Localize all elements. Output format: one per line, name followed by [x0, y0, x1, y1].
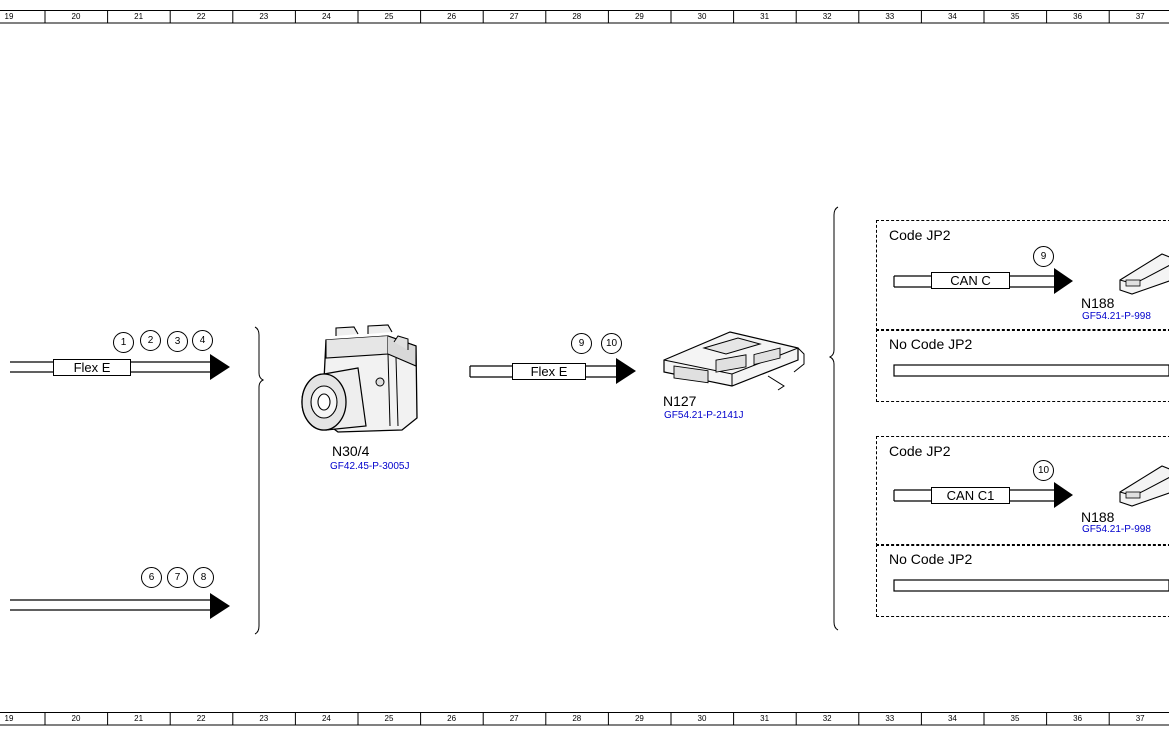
brace-right	[828, 206, 839, 631]
variant-box-no-code-jp2-2	[876, 544, 1169, 617]
pin-marker: 6	[141, 567, 162, 588]
ruler-label: 23	[259, 714, 269, 723]
ruler-label: 24	[321, 714, 331, 723]
pin-marker: 9	[571, 333, 592, 354]
ruler-lines	[0, 712, 1169, 726]
ruler-label: 31	[760, 12, 770, 21]
ruler-label: 30	[697, 714, 707, 723]
harness-label: Flex E	[53, 359, 131, 376]
component-ref-link[interactable]: GF54.21-P-998	[1082, 524, 1151, 535]
arrow-head	[210, 354, 230, 380]
pin-marker: 2	[140, 330, 161, 351]
variant-box-code-jp2-1	[876, 220, 1169, 331]
component-ref-link[interactable]: GF54.21-P-2141J	[664, 410, 744, 421]
control-unit-icon	[1119, 253, 1169, 295]
component-label: N127	[663, 393, 697, 409]
ruler-label: 28	[572, 12, 582, 21]
ruler-label: 31	[760, 714, 770, 723]
ruler-label: 35	[1010, 12, 1020, 21]
pin-marker: 7	[167, 567, 188, 588]
pin-marker: 4	[192, 330, 213, 351]
ruler-label: 30	[697, 12, 707, 21]
variant-code-label: Code JP2	[889, 227, 951, 243]
component-label: N188	[1081, 509, 1115, 525]
ruler-label: 32	[822, 12, 832, 21]
ruler-label: 36	[1073, 12, 1083, 21]
ruler-label: 28	[572, 714, 582, 723]
ruler-label: 27	[509, 714, 519, 723]
ruler-label: 37	[1135, 714, 1145, 723]
variant-code-label: Code JP2	[889, 443, 951, 459]
ruler-label: 25	[384, 12, 394, 21]
ruler-label: 29	[634, 714, 644, 723]
hydraulic-unit-icon	[301, 324, 418, 433]
ruler-label: 20	[71, 714, 81, 723]
ruler-label: 37	[1135, 12, 1145, 21]
ruler-label: 33	[885, 12, 895, 21]
variant-box-code-jp2-2	[876, 436, 1169, 546]
arrow-head	[1054, 482, 1073, 508]
harness-label: Flex E	[512, 363, 586, 380]
ruler-label: 21	[134, 714, 144, 723]
ruler-label: 25	[384, 714, 394, 723]
ruler-lines	[0, 10, 1169, 24]
pin-marker: 3	[167, 331, 188, 352]
ruler-label: 34	[947, 12, 957, 21]
ruler-label: 22	[196, 714, 206, 723]
pin-marker: 1	[113, 332, 134, 353]
component-label: N188	[1081, 295, 1115, 311]
pin-marker: 9	[1033, 246, 1054, 267]
ruler-label-first: 19	[4, 12, 14, 21]
bus-label: CAN C	[931, 272, 1010, 289]
ruler-label: 24	[321, 12, 331, 21]
top-ruler: 19 20 21 22 23 24 25 26 27 28 29 30 31 32 33 34 35 36 37	[0, 10, 1169, 24]
ruler-label: 27	[509, 12, 519, 21]
control-unit-icon	[663, 331, 805, 391]
bus-line-no-code	[893, 579, 1169, 592]
arrow-head	[616, 358, 636, 384]
bottom-ruler: 19 20 21 22 23 24 25 26 27 28 29 30 31 32 33 34 35 36 37	[0, 712, 1169, 726]
control-unit-icon	[1119, 465, 1169, 507]
pin-marker: 8	[193, 567, 214, 588]
variant-alt-code-label: No Code JP2	[889, 551, 973, 567]
ruler-label: 23	[259, 12, 269, 21]
arrow-head	[1054, 268, 1073, 294]
ruler-label: 32	[822, 714, 832, 723]
component-ref-link[interactable]: GF42.45-P-3005J	[330, 461, 410, 472]
ruler-label: 36	[1073, 714, 1083, 723]
bus-label: CAN C1	[931, 487, 1010, 504]
variant-alt-code-label: No Code JP2	[889, 336, 973, 352]
ruler-label: 22	[196, 12, 206, 21]
ruler-label: 35	[1010, 714, 1020, 723]
variant-box-no-code-jp2-1	[876, 329, 1169, 402]
component-ref-link[interactable]: GF54.21-P-998	[1082, 311, 1151, 322]
ruler-label: 34	[947, 714, 957, 723]
harness-line-bottom	[10, 599, 212, 611]
pin-marker: 10	[601, 333, 622, 354]
ruler-label: 26	[447, 714, 457, 723]
ruler-label: 20	[71, 12, 81, 21]
component-label: N30/4	[332, 443, 370, 459]
ruler-label: 26	[447, 12, 457, 21]
pin-marker: 10	[1033, 460, 1054, 481]
bus-line-no-code	[893, 364, 1169, 377]
ruler-label: 29	[634, 12, 644, 21]
arrow-head	[210, 593, 230, 619]
ruler-label: 33	[885, 714, 895, 723]
ruler-label-first: 19	[4, 714, 14, 723]
ruler-label: 21	[134, 12, 144, 21]
brace-left	[254, 326, 265, 635]
